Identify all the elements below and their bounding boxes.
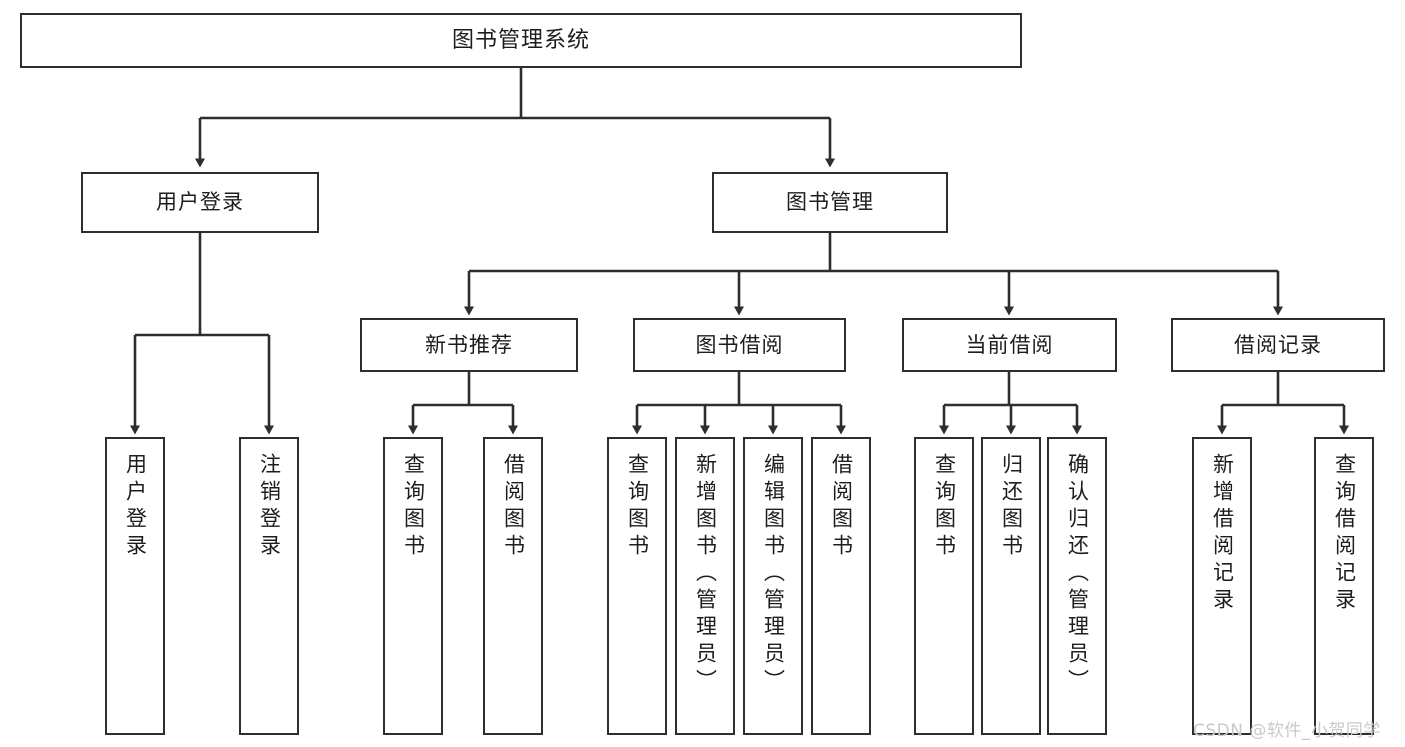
node-leaf-query-book-1[interactable]: 查询图书 (383, 437, 443, 735)
node-new-book-recommend-label: 新书推荐 (425, 332, 513, 357)
node-leaf-add-record-label: 新增借阅记录 (1210, 453, 1235, 615)
node-leaf-add-book-label: 新增图书（管理员） (693, 453, 718, 696)
node-leaf-confirm-return[interactable]: 确认归还（管理员） (1047, 437, 1107, 735)
node-book-manage-label: 图书管理 (786, 190, 874, 215)
csdn-watermark: CSDN @软件_小贺同学 (1193, 721, 1381, 741)
node-leaf-query-book-2[interactable]: 查询图书 (607, 437, 667, 735)
node-leaf-edit-book-label: 编辑图书（管理员） (761, 453, 786, 696)
node-leaf-logout-login[interactable]: 注销登录 (239, 437, 299, 735)
node-leaf-borrow-book-1[interactable]: 借阅图书 (483, 437, 543, 735)
node-leaf-query-book-3[interactable]: 查询图书 (914, 437, 974, 735)
node-leaf-query-record-label: 查询借阅记录 (1332, 453, 1357, 615)
node-user-login[interactable]: 用户登录 (81, 172, 319, 233)
node-leaf-add-record[interactable]: 新增借阅记录 (1192, 437, 1252, 735)
node-book-borrow-label: 图书借阅 (695, 332, 784, 357)
node-book-manage[interactable]: 图书管理 (712, 172, 948, 233)
node-book-borrow[interactable]: 图书借阅 (633, 318, 846, 372)
node-borrow-record[interactable]: 借阅记录 (1171, 318, 1385, 372)
node-current-borrow-label: 当前借阅 (965, 332, 1054, 357)
node-leaf-borrow-book-2[interactable]: 借阅图书 (811, 437, 871, 735)
node-current-borrow[interactable]: 当前借阅 (902, 318, 1117, 372)
node-leaf-query-book-1-label: 查询图书 (401, 453, 426, 561)
node-leaf-borrow-book-1-label: 借阅图书 (501, 453, 526, 561)
node-leaf-logout-login-label: 注销登录 (257, 453, 282, 561)
node-user-login-label: 用户登录 (156, 190, 244, 215)
node-leaf-return-book[interactable]: 归还图书 (981, 437, 1041, 735)
node-new-book-recommend[interactable]: 新书推荐 (360, 318, 578, 372)
node-leaf-query-book-2-label: 查询图书 (625, 453, 650, 561)
node-leaf-user-login[interactable]: 用户登录 (105, 437, 165, 735)
node-leaf-return-book-label: 归还图书 (999, 453, 1024, 561)
node-leaf-query-record[interactable]: 查询借阅记录 (1314, 437, 1374, 735)
node-root[interactable]: 图书管理系统 (20, 13, 1022, 68)
node-leaf-query-book-3-label: 查询图书 (932, 453, 957, 561)
node-leaf-borrow-book-2-label: 借阅图书 (829, 453, 854, 561)
node-leaf-user-login-label: 用户登录 (123, 453, 148, 561)
node-leaf-confirm-return-label: 确认归还（管理员） (1065, 453, 1090, 696)
node-leaf-add-book[interactable]: 新增图书（管理员） (675, 437, 735, 735)
node-borrow-record-label: 借阅记录 (1234, 332, 1322, 357)
node-root-label: 图书管理系统 (451, 27, 590, 53)
node-leaf-edit-book[interactable]: 编辑图书（管理员） (743, 437, 803, 735)
